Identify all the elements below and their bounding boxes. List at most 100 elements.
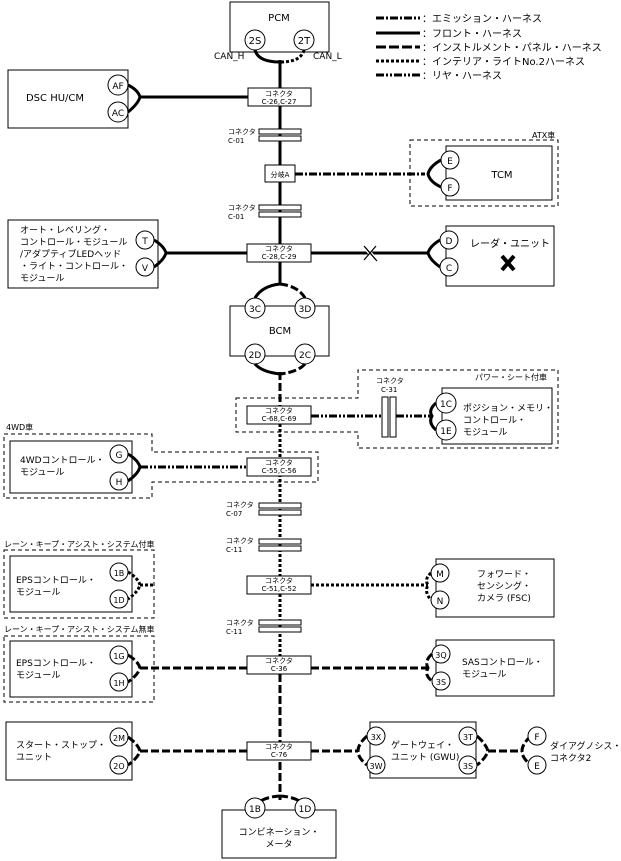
connector-c01b-number: C-01: [228, 213, 244, 221]
connector-c26-number: C-26,C-27: [262, 98, 297, 106]
fsc-module: M N フォワード・ センシング・ カメラ (FSC): [425, 558, 555, 618]
connector-c01-b: コネクタ C-01: [228, 203, 302, 221]
connector-c36-title: コネクタ: [265, 656, 293, 665]
connector-c76: コネクタ C-76: [246, 741, 358, 761]
headlight-line-3: /アダプティブLEDヘッド: [20, 248, 121, 260]
fsc-line-2: センシング・: [477, 580, 531, 592]
meter-line-1: コンビネーション・: [239, 827, 320, 838]
eps-with-lka-group-label: レーン・キープ・アシスト・システム付車: [4, 539, 155, 549]
connector-c26-title: コネクタ: [265, 89, 293, 98]
connector-c51-number: C-51,C-52: [262, 585, 297, 593]
connector-c11a-title: コネクタ: [226, 536, 254, 545]
sas-pin-3q: 3Q: [435, 651, 446, 660]
eps-with-lka-group: レーン・キープ・アシスト・システム付車 EPSコントロール・ モジュール 1B …: [3, 539, 155, 619]
gwu-line-2: ユニット (GWU): [391, 753, 459, 763]
position-memory-pin-1c: 1C: [440, 400, 452, 410]
radar-name: レーダ・ユニット: [470, 237, 550, 250]
connector-c26-c27: コネクタ C-26,C-27: [247, 87, 312, 107]
connector-c31-title: コネクタ: [376, 376, 404, 385]
connector-c01a-title: コネクタ: [228, 127, 256, 136]
pcm-pin-2s-label: 2S: [249, 36, 262, 47]
diag-connector-module: F E ダイアグノシス・ コネクタ2: [520, 726, 621, 775]
pcm-name: PCM: [268, 13, 290, 24]
legend-label-emission: ：エミッション・ハーネス: [422, 13, 542, 25]
gwu-pin-3t: 3T: [463, 733, 473, 742]
connector-c01-a: コネクタ C-01: [228, 127, 302, 145]
connector-c55-title: コネクタ: [265, 458, 293, 467]
bcm-pin-3d: 3D: [299, 305, 312, 315]
connector-c68-c69: コネクタ C-68,C-69: [246, 405, 312, 425]
pcm-can-h-label: CAN_H: [214, 52, 244, 62]
eps2-line-2: モジュール: [16, 671, 60, 681]
connector-c01b-title: コネクタ: [228, 203, 256, 212]
radar-module: レーダ・ユニット D C: [426, 225, 555, 287]
eps2-pin-1g: 1G: [113, 652, 124, 661]
headlight-pin-t: T: [141, 237, 148, 247]
connector-c36: コネクタ C-36: [246, 655, 428, 675]
meter-module: 1B 1D コンビネーション・ メータ: [221, 794, 337, 859]
bcm-pin-2c: 2C: [299, 351, 311, 361]
awd-pin-g: G: [116, 451, 123, 461]
sas-line-1: SASコントロール・: [462, 658, 543, 668]
headlight-line-2: コントロール・モジュール: [20, 238, 127, 248]
position-memory-line-3: モジュール: [463, 428, 507, 438]
legend-label-front: ：フロント・ハーネス: [422, 28, 522, 40]
eps1-line-2: モジュール: [16, 588, 60, 598]
connector-c68-number: C-68,C-69: [262, 415, 297, 423]
radar-x-icon: [500, 254, 516, 272]
tcm-group: ATX車 TCM E F: [409, 130, 559, 207]
connector-c68-title: コネクタ: [265, 406, 293, 415]
start-stop-pin-2m: 2M: [113, 734, 125, 743]
bcm-pin-2d: 2D: [249, 351, 262, 361]
radar-pin-c: C: [446, 264, 452, 274]
dsc-module: DSC HU/CM AF AC: [7, 69, 248, 129]
connector-c11b-title: コネクタ: [226, 618, 254, 627]
gwu-pin-3w: 3W: [370, 762, 383, 771]
legend: ：エミッション・ハーネス ：フロント・ハーネス ：インストルメント・パネル・ハー…: [376, 13, 602, 82]
connector-c36-number: C-36: [271, 665, 288, 673]
connector-c76-number: C-76: [271, 751, 288, 759]
bcm-pin-3c: 3C: [249, 305, 261, 315]
dsc-pin-ac: AC: [112, 109, 124, 119]
bcm-module: 3C 3D BCM 2D 2C: [229, 282, 330, 376]
eps-without-lka-group-label: レーン・キープ・アシスト・システム無車: [4, 624, 155, 634]
sas-line-2: モジュール: [462, 670, 506, 680]
eps1-pin-1b: 1B: [114, 569, 125, 578]
connector-c01a-number: C-01: [228, 137, 244, 145]
awd-line-1: 4WDコントロール・: [20, 456, 105, 466]
connector-c07-number: C-07: [226, 510, 242, 518]
connector-c55-number: C-55,C-56: [262, 467, 297, 475]
diag-pin-e: E: [534, 762, 540, 772]
pcm-pin-2t-label: 2T: [298, 36, 311, 47]
eps2-line-1: EPSコントロール・: [16, 659, 96, 669]
eps-without-lka-group: レーン・キープ・アシスト・システム無車 EPSコントロール・ モジュール 1G …: [3, 624, 247, 703]
awd-line-2: モジュール: [20, 468, 64, 478]
dsc-name: DSC HU/CM: [26, 93, 84, 104]
awd-group: 4WD車 4WDコントロール・ モジュール G H: [3, 422, 319, 499]
connector-c76-title: コネクタ: [265, 742, 293, 751]
connector-c28-number: C-28,C-29: [262, 253, 297, 261]
tcm-pin-f: F: [447, 184, 452, 194]
headlight-line-5: モジュール: [20, 274, 64, 284]
connector-c28-title: コネクタ: [265, 244, 293, 253]
legend-label-instrument: ：インストルメント・パネル・ハーネス: [422, 42, 602, 54]
meter-line-2: メータ: [265, 839, 292, 850]
pcm-box: [229, 1, 330, 53]
branch-a: 分岐A: [264, 164, 425, 183]
position-memory-line-1: ポジション・メモリ・: [463, 403, 553, 414]
start-stop-pin-2o: 2O: [113, 762, 124, 771]
eps1-line-1: EPSコントロール・: [16, 576, 96, 586]
tcm-name: TCM: [490, 170, 512, 181]
awd-group-label: 4WD車: [6, 422, 33, 432]
connector-c11a-number: C-11: [226, 546, 242, 554]
power-seat-group: パワー・シート付車 コネクタ C-31 1C 1E ポジション・メモリ・ コント…: [235, 369, 559, 449]
legend-label-interior: ：インテリア・ライトNo.2ハーネス: [422, 56, 585, 68]
connector-c31-number: C-31: [381, 386, 397, 394]
connector-c11b-number: C-11: [226, 628, 242, 636]
bcm-name: BCM: [269, 326, 291, 337]
position-memory-pin-1e: 1E: [440, 427, 452, 437]
connector-c51-title: コネクタ: [265, 576, 293, 585]
dsc-pin-af: AF: [112, 82, 123, 92]
connector-c07: コネクタ C-07: [226, 500, 302, 518]
tcm-group-label: ATX車: [532, 130, 555, 140]
